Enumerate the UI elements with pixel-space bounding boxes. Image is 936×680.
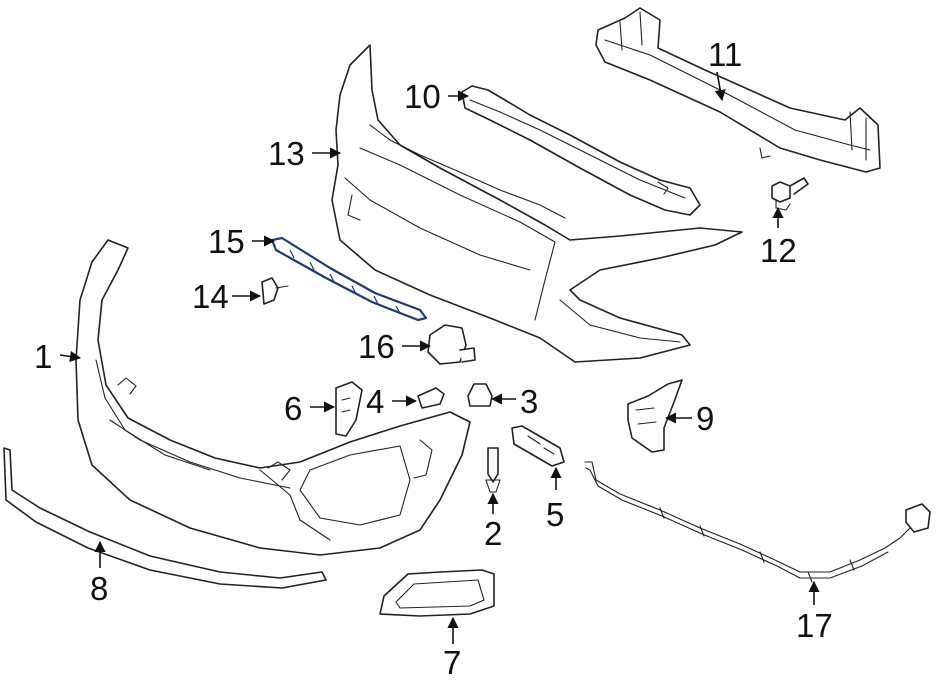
callout-7: 7: [443, 644, 461, 680]
part-9-side-bracket: [627, 379, 683, 453]
leader-lines: [59, 71, 820, 644]
part-6-bracket: [335, 381, 363, 437]
part-5-bracket: [511, 425, 565, 467]
callout-13: 13: [268, 135, 305, 172]
part-17-wiring-harness: [584, 461, 931, 583]
callout-4: 4: [366, 383, 384, 420]
part-8-lower-trim-strip: [3, 447, 327, 589]
leader-11: [714, 71, 726, 102]
part-1-bumper-cover: [75, 239, 471, 556]
part-7-bezel: [379, 569, 495, 617]
callout-12: 12: [760, 232, 797, 269]
callout-3: 3: [520, 383, 538, 420]
callout-5: 5: [546, 496, 564, 533]
part-15-trim-strip: [270, 236, 428, 322]
leader-1: [59, 350, 82, 363]
part-3-nut: [467, 383, 493, 407]
part-2-screw: [485, 447, 501, 493]
part-12-bolt: [771, 177, 809, 211]
callout-14: 14: [192, 278, 229, 315]
part-10-energy-absorber: [461, 85, 701, 216]
part-13-upper-cover: [331, 44, 743, 363]
callout-17: 17: [796, 607, 833, 644]
callout-16: 16: [358, 328, 395, 365]
part-14-clip: [261, 277, 289, 305]
part-16-sensor: [427, 324, 476, 365]
callout-11: 11: [708, 36, 742, 73]
callout-9: 9: [696, 400, 714, 437]
part-11-reinforcement-beam: [595, 7, 881, 173]
callout-numbers: 11 10 13 12 15 14 16 1 4 3 6 9 2 5 8 7 1…: [34, 36, 833, 680]
callout-15: 15: [208, 223, 245, 260]
callout-8: 8: [90, 570, 108, 607]
callout-10: 10: [404, 78, 441, 115]
part-4-clip: [417, 387, 445, 409]
callout-2: 2: [484, 515, 502, 552]
callout-6: 6: [284, 390, 302, 427]
callout-1: 1: [34, 338, 52, 375]
